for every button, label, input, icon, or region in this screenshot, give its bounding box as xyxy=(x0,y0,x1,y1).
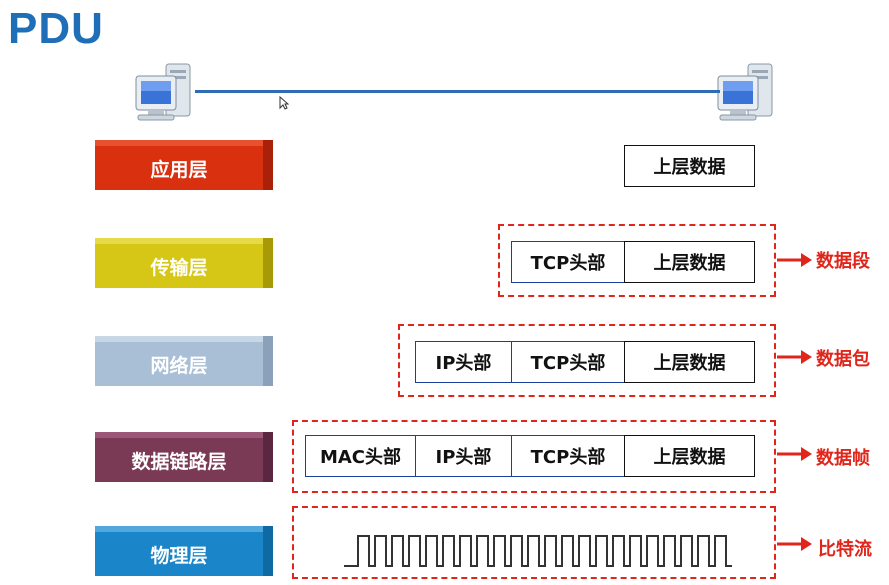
layer-label: 物理层 xyxy=(95,532,263,576)
upper-data-cell: 上层数据 xyxy=(624,241,755,283)
bitstream-boundary xyxy=(292,506,776,579)
layer-top-face xyxy=(95,238,263,244)
arrow-right-icon xyxy=(777,252,813,268)
layer-label: 网络层 xyxy=(95,342,263,386)
layer-side-face xyxy=(263,238,273,288)
layer-label: 应用层 xyxy=(95,146,263,190)
page-title: PDU xyxy=(8,4,104,53)
frame-boundary xyxy=(292,420,776,493)
ip-header-cell: IP头部 xyxy=(415,341,512,383)
tcp-header-cell: TCP头部 xyxy=(511,241,625,283)
layer-box: 应用层 xyxy=(95,140,273,190)
arrow-right-icon xyxy=(777,349,813,365)
segment-boundary xyxy=(498,224,776,297)
pdu-label-frame: 数据帧 xyxy=(816,448,870,469)
upper-data-cell: 上层数据 xyxy=(624,435,755,477)
layer-top-face xyxy=(95,432,263,438)
pdu-label-packet: 数据包 xyxy=(816,349,870,370)
layer-side-face xyxy=(263,140,273,190)
pdu-label-segment: 数据段 xyxy=(816,251,870,272)
ip-header-cell: IP头部 xyxy=(415,435,512,477)
layer-box: 数据链路层 xyxy=(95,432,273,482)
layer-side-face xyxy=(263,526,273,576)
layer-label: 传输层 xyxy=(95,244,263,288)
tcp-header-cell: TCP头部 xyxy=(511,435,625,477)
packet-boundary xyxy=(398,324,776,397)
tcp-header-cell: TCP头部 xyxy=(511,341,625,383)
layer-side-face xyxy=(263,432,273,482)
layer-box: 传输层 xyxy=(95,238,273,288)
layer-top-face xyxy=(95,336,263,342)
square-wave-icon xyxy=(344,532,744,576)
pdu-label-bitstream: 比特流 xyxy=(818,539,872,560)
computer-icon xyxy=(714,58,784,128)
layer-side-face xyxy=(263,336,273,386)
layer-box: 网络层 xyxy=(95,336,273,386)
upper-data-cell: 上层数据 xyxy=(624,145,755,187)
layer-label: 数据链路层 xyxy=(95,438,263,482)
layer-top-face xyxy=(95,526,263,532)
network-link xyxy=(195,90,720,93)
arrow-right-icon xyxy=(777,536,813,552)
upper-data-cell: 上层数据 xyxy=(624,341,755,383)
layer-top-face xyxy=(95,140,263,146)
arrow-right-icon xyxy=(777,446,813,462)
cursor-icon xyxy=(279,95,290,110)
layer-box: 物理层 xyxy=(95,526,273,576)
mac-header-cell: MAC头部 xyxy=(305,435,416,477)
computer-icon xyxy=(132,58,202,128)
